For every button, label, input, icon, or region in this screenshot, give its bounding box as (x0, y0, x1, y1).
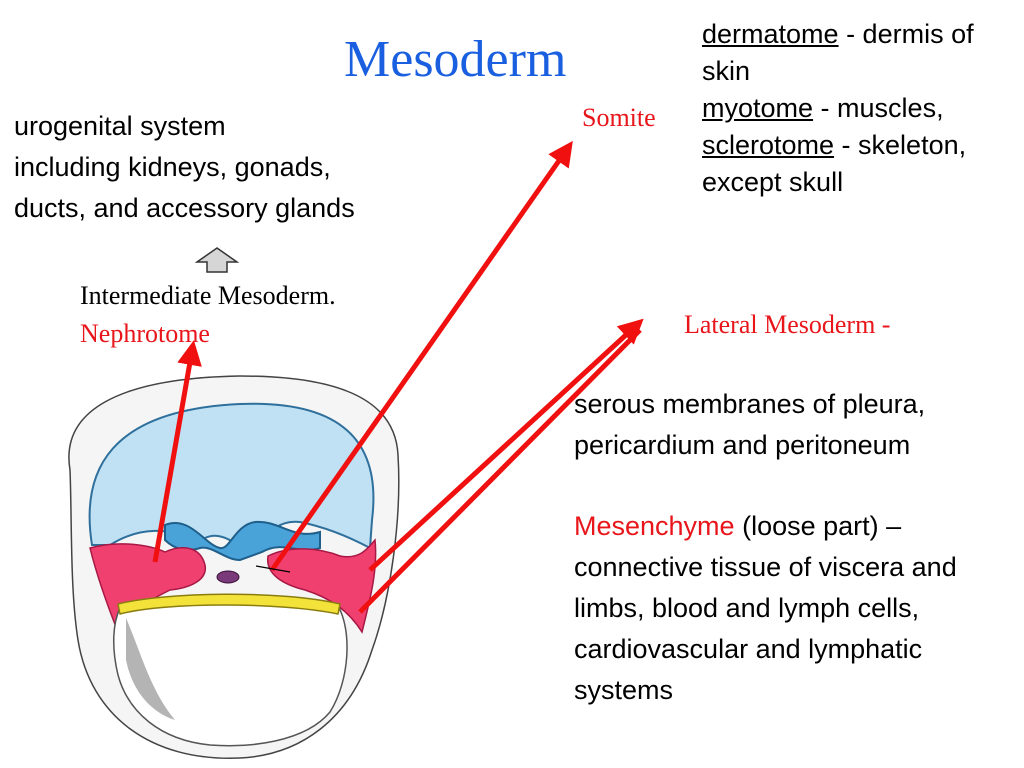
myotome-term: myotome (702, 93, 814, 123)
intermediate-mesoderm-title: Intermediate Mesoderm. (80, 281, 336, 310)
urogenital-description: urogenital system including kidneys, gon… (14, 106, 474, 229)
sclerotome-term: sclerotome (702, 130, 835, 160)
right-mesoderm (267, 538, 377, 634)
urogenital-line: urogenital system (14, 111, 226, 141)
endoderm-band (117, 593, 341, 615)
somite-label: Somite (582, 103, 656, 132)
neural-tube-fold (164, 520, 321, 562)
dermatome-description: - dermis of skin (702, 19, 974, 86)
pointer-line (255, 565, 291, 573)
mesenchyme-text: (loose part) – connective tissue of visc… (574, 511, 957, 705)
arrow-to-nephrotome (152, 340, 202, 563)
page-title: Mesoderm (344, 31, 567, 88)
intermediate-mesoderm-label: Intermediate Mesoderm. Nephrotome (80, 277, 336, 353)
mesenchyme-description: Mesenchyme (loose part) – connective tis… (574, 506, 1014, 711)
notochord (216, 570, 240, 584)
up-arrow-icon (194, 247, 240, 273)
urogenital-line: ducts, and accessory glands (14, 193, 355, 223)
arrow-to-lateral-2 (358, 328, 642, 614)
sclerotome-description: - skeleton, except skull (702, 130, 967, 197)
serous-membranes-description: serous membranes of pleura, pericardium … (574, 389, 926, 460)
nephrotome-label: Nephrotome (80, 319, 210, 348)
arrow-to-somite (269, 140, 573, 572)
yolk-cells (126, 618, 175, 720)
urogenital-line: including kidneys, gonads, (14, 152, 331, 182)
myotome-description: - muscles, (813, 93, 944, 123)
somite-derivatives: dermatome - dermis of skin myotome - mus… (702, 16, 1017, 201)
dermatome-term: dermatome (702, 19, 839, 49)
lateral-mesoderm-label: Lateral Mesoderm - (684, 310, 891, 339)
arrow-to-lateral-1 (368, 318, 644, 572)
mesenchyme-term: Mesenchyme (574, 511, 735, 541)
